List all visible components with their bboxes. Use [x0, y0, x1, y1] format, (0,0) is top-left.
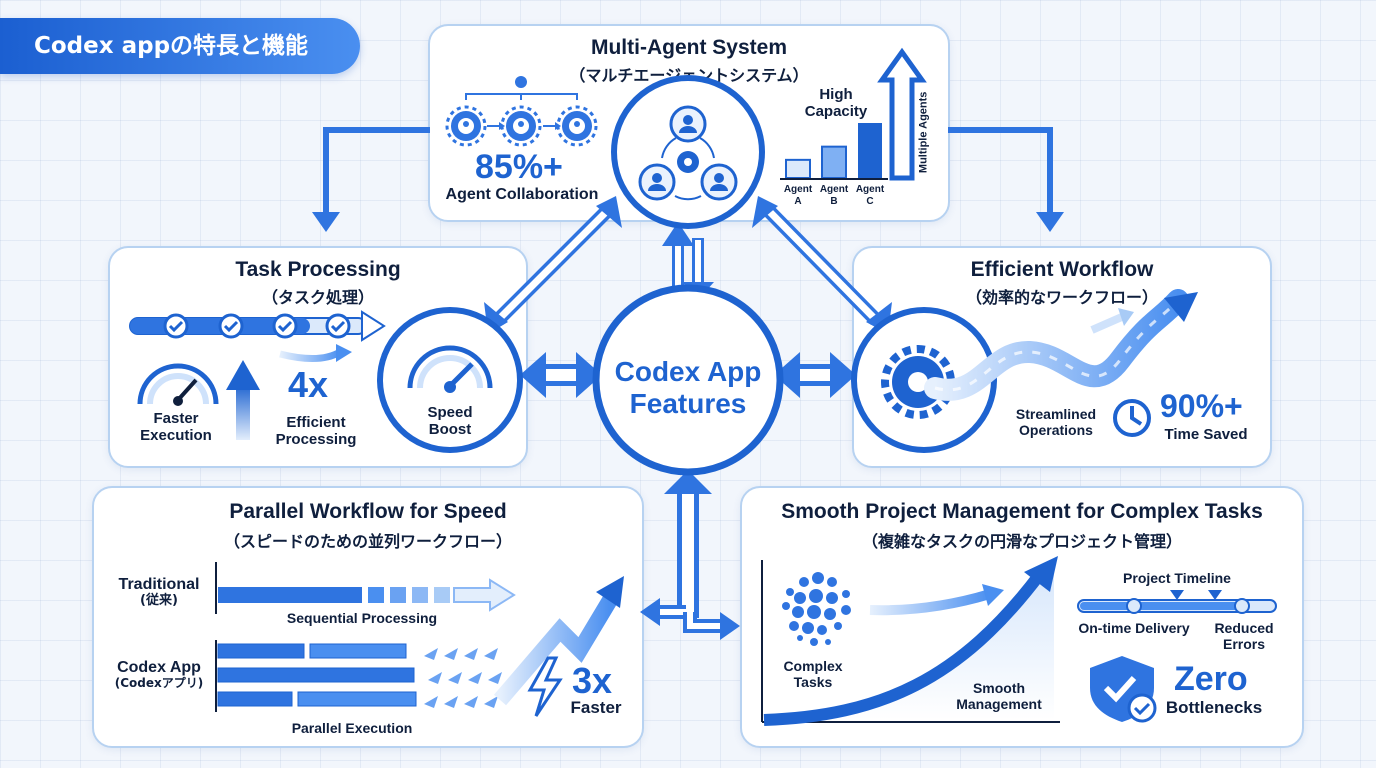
smooth-line2: Management	[956, 696, 1042, 713]
faster-label: Faster	[570, 698, 622, 717]
agent-a-line2: A	[794, 195, 802, 207]
agent-collab-stat: 85%+	[475, 148, 563, 186]
parallel-bars	[215, 640, 417, 712]
efficient-workflow-subtitle: （効率的なワークフロー）	[965, 288, 1158, 307]
faster-zigzag-arrowhead	[596, 576, 624, 608]
traditional-line: Traditional	[118, 576, 200, 593]
complex-tasks-label: Complex Tasks	[770, 658, 856, 690]
high-capacity-label: High Capacity	[796, 86, 876, 121]
lightning-icon	[527, 656, 563, 717]
high-capacity-line1: High	[819, 86, 853, 103]
on-time-delivery-label: On-time Delivery	[1078, 620, 1190, 636]
faster-line2: Execution	[140, 427, 212, 445]
page-badge: Codex appの特長と機能	[0, 18, 360, 74]
agent-bar-chart	[780, 123, 888, 180]
traditional-jp-line: (従来)	[140, 593, 178, 609]
reduced-errors-label: Reduced Errors	[1206, 620, 1282, 652]
project-timeline-title: Project Timeline	[1123, 570, 1231, 586]
agent-c-line1: Agent	[855, 184, 885, 195]
arrowhead-upper-right-1	[752, 196, 778, 228]
clock-icon	[1113, 399, 1151, 437]
streamlined-line2: Operations	[1019, 422, 1093, 439]
agent-a-line1: Agent	[783, 184, 813, 195]
agent-bar-b	[821, 145, 847, 179]
speed-boost-label: Speed Boost	[410, 404, 490, 439]
efficient-workflow-title: Efficient Workflow	[970, 258, 1154, 281]
agent-bar-a	[785, 158, 811, 180]
speedometer-icon	[137, 363, 219, 405]
codex-app-label: Codex App (Codexアプリ)	[104, 659, 214, 691]
parallel-execution-label: Parallel Execution	[291, 720, 413, 736]
center-hub-circle	[592, 284, 784, 476]
top-connector-left	[323, 127, 430, 214]
speed-boost-line1: Speed	[427, 404, 473, 421]
speed-boost-line2: Boost	[428, 421, 472, 439]
parallel-workflow-subtitle: （スピードのための並列ワークフロー）	[223, 532, 512, 551]
zero-stat: Zero	[1174, 660, 1248, 698]
shield-check-icon	[1090, 656, 1157, 723]
agent-a-label: Agent A	[778, 184, 818, 207]
project-management-title: Smooth Project Management for Complex Ta…	[781, 500, 1263, 523]
smooth-line1: Smooth	[972, 680, 1026, 696]
efficient-processing-stat: 4x	[288, 364, 329, 405]
efficient-line1: Efficient	[286, 414, 346, 431]
project-management-subtitle: （複雑なタスクの円滑なプロジェクト管理）	[861, 532, 1182, 551]
faster-line1: Faster	[153, 410, 199, 427]
connector-arrowhead-left	[312, 212, 340, 232]
reduced-line1: Reduced	[1214, 620, 1274, 636]
bottlenecks-label: Bottlenecks	[1165, 698, 1263, 717]
project-timeline	[1077, 590, 1277, 614]
time-saved-label: Time Saved	[1164, 426, 1248, 443]
streamlined-operations-label: Streamlined Operations	[1006, 406, 1106, 438]
center-title-line2: Features	[629, 388, 747, 419]
arrowhead-upper-left-1	[596, 196, 622, 228]
reduced-line2: Errors	[1222, 636, 1266, 653]
traditional-label: Traditional (従来)	[106, 576, 212, 609]
agent-c-line2: C	[866, 195, 874, 207]
agent-bar-c	[858, 123, 882, 178]
complex-tasks-dots	[782, 572, 851, 646]
streamlined-line1: Streamlined	[1015, 406, 1097, 422]
project-growth-chart	[761, 556, 1060, 726]
codex-line: Codex App	[117, 659, 201, 676]
complex-line2: Tasks	[793, 674, 833, 691]
agent-b-label: Agent B	[814, 184, 854, 207]
smooth-management-label: Smooth Management	[946, 680, 1052, 712]
time-saved-stat: 90%+	[1160, 388, 1243, 424]
faster-execution-label: Faster Execution	[126, 410, 226, 445]
complex-line1: Complex	[783, 658, 843, 674]
agent-c-label: Agent C	[850, 184, 890, 207]
multi-agent-title: Multi-Agent System	[590, 36, 787, 59]
parallel-workflow-title: Parallel Workflow for Speed	[229, 500, 507, 523]
center-title: Codex App Features	[596, 356, 780, 420]
sequential-processing-label: Sequential Processing	[286, 610, 438, 626]
sequential-bar	[215, 562, 516, 614]
parallel-speed-arrows	[424, 648, 502, 708]
speed-boost-circle	[377, 307, 523, 453]
top-connector-right	[948, 127, 1053, 214]
agent-b-line2: B	[830, 195, 838, 207]
faster-stat: 3x	[572, 660, 613, 701]
multiple-agents-axis-label: Multiple Agents	[917, 91, 930, 174]
task-processing-title: Task Processing	[235, 258, 401, 281]
task-processing-subtitle: （タスク処理）	[261, 288, 374, 307]
capacity-up-arrow	[877, 47, 927, 181]
faster-up-arrow	[226, 360, 260, 390]
connector-arrowhead-right	[1036, 212, 1064, 232]
center-title-line1: Codex App	[614, 356, 762, 387]
codex-jp-line: (Codexアプリ)	[114, 676, 204, 691]
high-capacity-line2: Capacity	[804, 103, 868, 121]
agent-collab-label: Agent Collaboration	[445, 186, 599, 203]
efficient-processing-label: Efficient Processing	[266, 414, 366, 449]
efficient-line2: Processing	[275, 431, 357, 449]
agent-b-line1: Agent	[819, 184, 849, 195]
